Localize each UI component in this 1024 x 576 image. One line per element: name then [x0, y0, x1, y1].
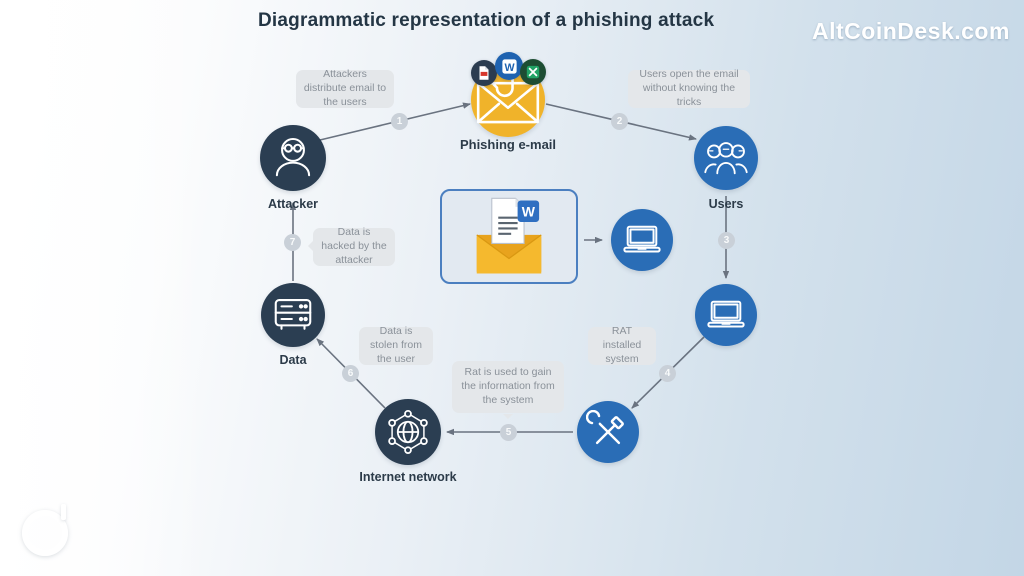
step-badge-4: 4 — [659, 365, 676, 382]
callout-rat-installed: RAT installed system — [588, 325, 656, 365]
globe-network-icon — [388, 409, 428, 455]
word-file-icon: W — [495, 52, 523, 80]
data-label: Data — [279, 353, 307, 367]
infected-computer-node — [611, 209, 673, 271]
pdf-file-icon — [471, 60, 497, 86]
envelope-hook-icon — [476, 68, 540, 124]
users-label: Users — [708, 197, 744, 211]
step-badge-3: 3 — [718, 232, 735, 249]
step-badge-2: 2 — [611, 113, 628, 130]
callout-rat-used: Rat is used to gain the information from… — [452, 361, 564, 419]
envelope-document-illustration: W — [476, 197, 542, 274]
internet-network-label: Internet network — [359, 470, 457, 484]
masked-person-icon — [275, 137, 311, 177]
laptop-icon — [707, 300, 745, 328]
excel-file-icon — [520, 59, 546, 85]
exploit-tools-node — [577, 401, 639, 463]
step-badge-7: 7 — [284, 234, 301, 251]
internet-network-node — [375, 399, 441, 465]
word-badge: W — [522, 203, 536, 219]
attacker-node — [260, 125, 326, 191]
callout-attackers-distribute: Attackers distribute email to the users — [296, 68, 394, 108]
data-node — [261, 283, 325, 347]
callout-data-stolen: Data is stolen from the user — [359, 325, 433, 365]
channel-logo — [22, 504, 68, 556]
step-badge-6: 6 — [342, 365, 359, 382]
hammer-wrench-icon — [586, 410, 624, 445]
step-badge-1: 1 — [391, 113, 408, 130]
server-icon — [274, 299, 312, 330]
email-attachment-box: W — [440, 189, 578, 284]
callout-data-hacked: Data is hacked by the attacker — [308, 226, 395, 266]
callout-users-open-email: Users open the email without knowing the… — [628, 68, 750, 108]
user-group-icon — [704, 142, 748, 175]
phishing-email-label: Phishing e-mail — [459, 137, 557, 152]
word-letter: W — [504, 61, 515, 73]
attacker-label: Attacker — [267, 197, 319, 211]
step-badge-5: 5 — [500, 424, 517, 441]
laptop-icon — [623, 225, 661, 253]
rat-system-node — [695, 284, 757, 346]
page-title: Diagrammatic representation of a phishin… — [258, 10, 715, 31]
users-node — [694, 126, 758, 190]
left-gradient — [0, 0, 210, 576]
watermark: AltCoinDesk.com — [812, 18, 1010, 44]
